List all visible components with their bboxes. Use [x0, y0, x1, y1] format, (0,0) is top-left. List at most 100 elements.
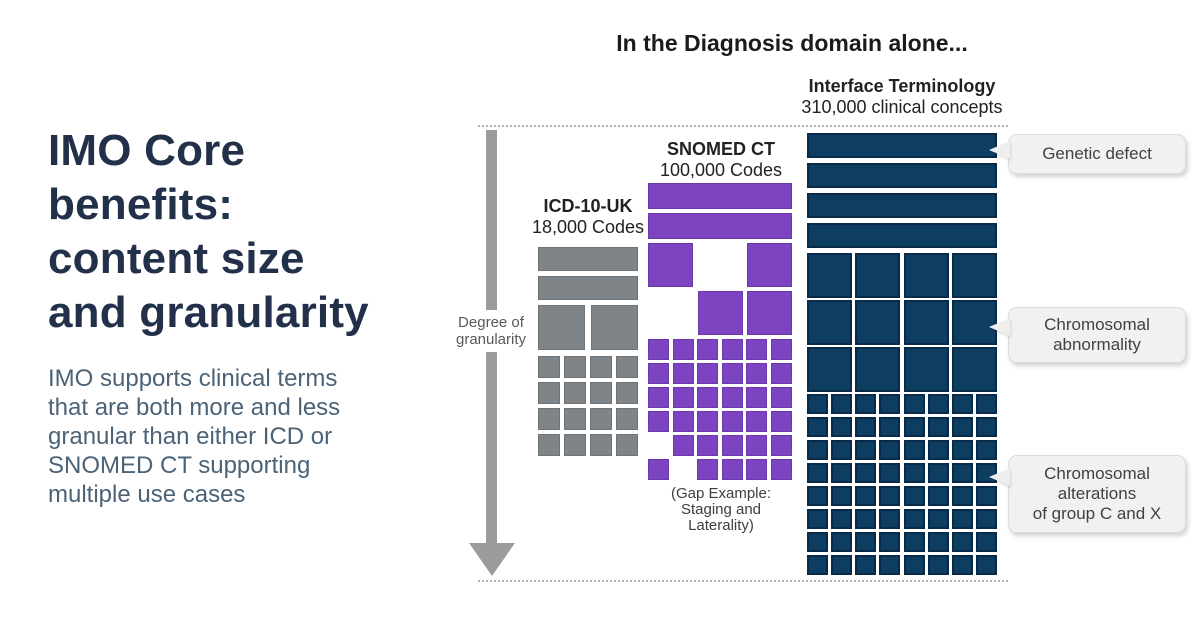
dotted-border-bottom [478, 580, 1008, 582]
interface-sm-cell [879, 394, 901, 414]
snomed-sm-row [648, 363, 792, 384]
callout-chromosomal-abnormality-label: Chromosomal abnormality [1044, 315, 1150, 354]
snomed-sm-cell [721, 339, 743, 360]
icd-sm-cell [538, 382, 560, 404]
interface-med-cell [903, 300, 949, 345]
snomed-med-row [648, 243, 792, 287]
icd-sm-cell [538, 434, 560, 456]
interface-sm-cell [927, 509, 949, 529]
granularity-arrow-shaft-lower [486, 352, 497, 543]
dotted-border-top [478, 125, 1008, 127]
interface-med-cell [951, 347, 997, 392]
interface-med-cell [807, 300, 852, 345]
icd-10-uk-label: ICD-10-UK 18,000 Codes [532, 196, 644, 238]
interface-bar-row [807, 133, 997, 158]
snomed-bar-cell [648, 213, 792, 239]
snomed-sm-cell [746, 459, 768, 480]
icd-sm-cell [538, 356, 560, 378]
interface-sm-cell [975, 486, 997, 506]
interface-sm-cell [975, 532, 997, 552]
snomed-sm-row [648, 411, 792, 432]
interface-sm-cell [927, 440, 949, 460]
snomed-med-row [648, 291, 792, 335]
snomed-sm-cell [746, 339, 768, 360]
snomed-bar-row [648, 183, 792, 209]
interface-sm-row [807, 509, 997, 529]
interface-terminology-count: 310,000 clinical concepts [801, 97, 1003, 117]
snomed-sm-cell [697, 411, 719, 432]
interface-sm-cell [831, 532, 853, 552]
icd-sm-cell [538, 408, 560, 430]
interface-sm-cell [807, 463, 828, 483]
icd-sm-cell [590, 408, 612, 430]
snomed-sm-cell [648, 411, 669, 432]
callout-tail-icon [989, 318, 1010, 336]
interface-sm-cell [975, 555, 997, 575]
interface-sm-cell [855, 509, 877, 529]
interface-sm-cell [927, 532, 949, 552]
icd-sm-cell [616, 408, 638, 430]
interface-sm-row [807, 555, 997, 575]
callout-chromosomal-alterations-label: Chromosomal alterations of group C and X [1032, 464, 1162, 523]
snomed-ct-count: 100,000 Codes [659, 160, 783, 180]
interface-bar-cell [807, 193, 997, 218]
interface-sm-cell [951, 440, 973, 460]
callout-tail-icon [989, 141, 1010, 159]
icd-med-row [538, 305, 638, 350]
snomed-sm-cell [648, 339, 669, 360]
snomed-sm-cell [648, 387, 669, 408]
snomed-sm-cell [697, 363, 719, 384]
interface-sm-cell [831, 463, 853, 483]
icd-sm-cell [590, 356, 612, 378]
interface-med-cell [855, 300, 901, 345]
icd-med-cell [591, 305, 638, 350]
icd-sm-cell [590, 382, 612, 404]
interface-med-row [807, 253, 997, 298]
callout-chromosomal-abnormality: Chromosomal abnormality [989, 307, 1186, 363]
snomed-sm-row [648, 459, 792, 480]
snomed-sm-cell [697, 435, 719, 456]
icd-10-uk-count: 18,000 Codes [531, 217, 645, 237]
interface-sm-cell [975, 417, 997, 437]
interface-sm-row [807, 394, 997, 414]
interface-terminology-name: Interface Terminology [808, 76, 996, 96]
snomed-sm-cell [721, 387, 743, 408]
snomed-sm-cell [648, 363, 669, 384]
snomed-sm-cell [697, 339, 719, 360]
snomed-med-cell [747, 243, 792, 287]
snomed-sm-cell [672, 435, 694, 456]
interface-sm-cell [951, 394, 973, 414]
interface-sm-cell [927, 394, 949, 414]
interface-sm-cell [951, 463, 973, 483]
granularity-axis-label: Degree of granularity [455, 314, 527, 348]
snomed-sm-cell [672, 411, 694, 432]
interface-sm-row [807, 532, 997, 552]
icd-sm-cell [616, 434, 638, 456]
interface-sm-cell [903, 463, 925, 483]
interface-med-cell [903, 347, 949, 392]
interface-sm-cell [879, 417, 901, 437]
snomed-med-cell [747, 291, 792, 335]
snomed-sm-cell [746, 363, 768, 384]
interface-bar-row [807, 193, 997, 218]
interface-bar-cell [807, 223, 997, 248]
snomed-sm-cell [746, 411, 768, 432]
granularity-arrow-shaft-upper [486, 130, 497, 310]
interface-sm-cell [975, 440, 997, 460]
interface-sm-cell [927, 417, 949, 437]
icd-bar-cell [538, 276, 638, 300]
snomed-sm-cell [770, 459, 792, 480]
interface-med-cell [855, 253, 901, 298]
snomed-ct-label: SNOMED CT 100,000 Codes [660, 139, 782, 181]
snomed-sm-cell [770, 411, 792, 432]
interface-sm-cell [879, 509, 901, 529]
interface-sm-cell [855, 486, 877, 506]
snomed-sm-row [648, 339, 792, 360]
icd-sm-cell [564, 356, 586, 378]
interface-terminology-treemap [807, 133, 997, 578]
interface-sm-cell [831, 394, 853, 414]
snomed-sm-cell [672, 387, 694, 408]
interface-sm-cell [927, 463, 949, 483]
interface-bar-cell [807, 133, 997, 158]
interface-sm-cell [903, 417, 925, 437]
